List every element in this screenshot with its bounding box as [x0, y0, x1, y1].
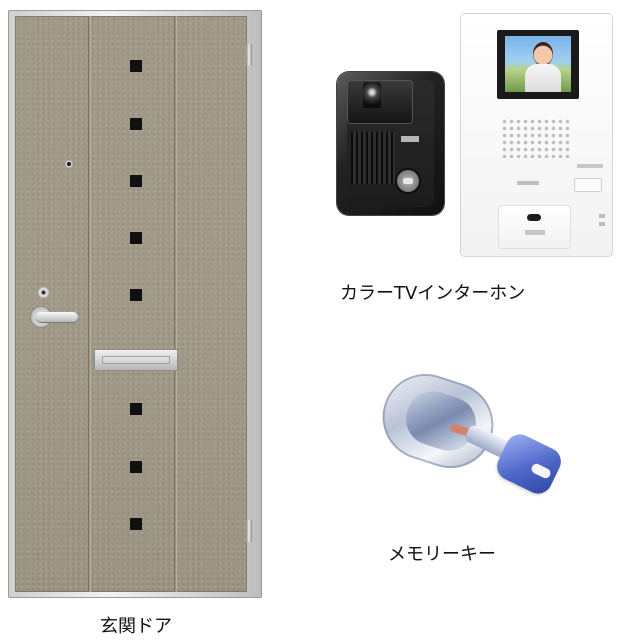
memory-key-caption: メモリーキー [388, 544, 496, 565]
visitor-on-screen-body [525, 64, 561, 92]
monitor-indicator-lights [599, 214, 605, 232]
mail-slot [94, 349, 178, 371]
intercom-caption: カラーTVインターホン [340, 283, 526, 304]
door-square-window [130, 232, 142, 244]
lock-cylinder [38, 287, 49, 298]
door-hinge [246, 520, 252, 542]
peephole [65, 160, 73, 168]
door-square-window [130, 60, 142, 72]
door-square-window [130, 518, 142, 530]
door-square-window [130, 403, 142, 415]
speaker-grill [351, 132, 395, 184]
door-leaf [15, 16, 247, 592]
door-square-window [130, 175, 142, 187]
door-groove-right [174, 16, 177, 592]
monitor-button [574, 178, 602, 192]
intercom-door-station-image [337, 72, 444, 215]
memory-key-image [371, 362, 582, 500]
door-hinge [246, 44, 252, 66]
door-square-window [130, 289, 142, 301]
visitor-on-screen [533, 42, 553, 66]
brand-mark [401, 136, 419, 142]
camera-lens-icon [363, 82, 381, 108]
call-button [397, 170, 419, 192]
monitor-model-label [517, 181, 539, 185]
door-square-window [130, 461, 142, 473]
door-square-window [130, 118, 142, 130]
monitor-button-label [577, 164, 603, 168]
entrance-door-image [8, 10, 262, 598]
talk-button [498, 205, 571, 249]
intercom-monitor-image [461, 14, 612, 256]
door-groove-left [88, 16, 91, 592]
door-caption: 玄関ドア [100, 616, 172, 637]
door-handle [36, 312, 78, 322]
monitor-speaker-holes [501, 118, 571, 158]
